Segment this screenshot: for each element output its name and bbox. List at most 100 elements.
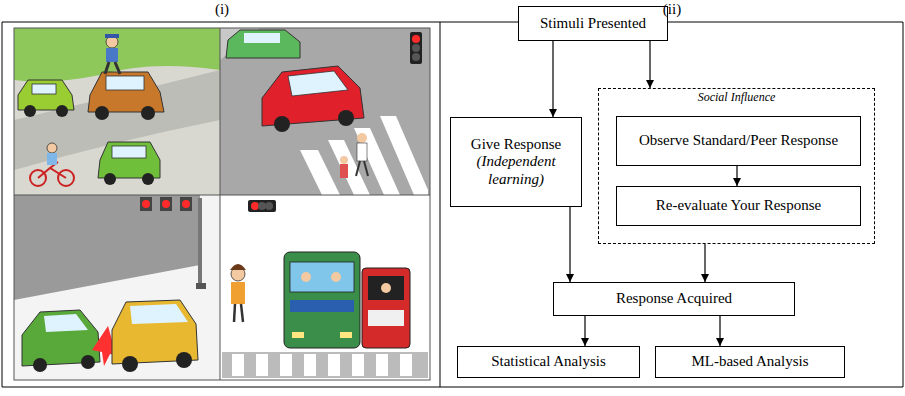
node-text: ML-based Analysis <box>691 353 808 370</box>
cyclist <box>30 143 74 186</box>
bus-body <box>284 252 360 348</box>
hair <box>230 264 246 270</box>
stripe <box>256 354 268 376</box>
crosswalk <box>300 116 428 195</box>
car <box>88 72 164 120</box>
process-box: ML-based Analysis <box>655 346 845 378</box>
traffic-lights <box>140 197 192 211</box>
body <box>340 164 348 178</box>
leg <box>105 62 109 74</box>
lamp <box>412 53 420 61</box>
node-text: Observe Standard/Peer Response <box>639 132 838 149</box>
stripe <box>400 354 412 376</box>
lamp <box>258 202 266 210</box>
scene-crossing <box>220 28 430 195</box>
scene-collision <box>14 195 220 380</box>
car <box>262 66 364 132</box>
car <box>226 30 300 58</box>
car-window <box>244 33 280 43</box>
passenger <box>301 272 311 282</box>
process-box: Observe Standard/Peer Response <box>616 116 861 166</box>
wheel <box>81 355 95 369</box>
car-body <box>18 80 74 110</box>
road <box>220 28 430 195</box>
grille <box>368 310 404 326</box>
node-text: Give Response <box>471 136 561 153</box>
car <box>98 142 160 185</box>
headlight <box>340 332 352 338</box>
frame-line <box>440 22 441 387</box>
car-window <box>106 76 144 90</box>
car <box>112 300 198 372</box>
light-housing <box>180 197 192 211</box>
bus-stripe <box>290 300 354 312</box>
truck-window <box>368 276 404 300</box>
red-lamp <box>162 200 170 208</box>
wheel <box>104 173 116 185</box>
head <box>357 133 367 143</box>
stripe <box>300 150 340 195</box>
node-text: Statistical Analysis <box>491 353 606 370</box>
wheel <box>122 356 138 372</box>
group-box: Social InfluenceObserve Standard/Peer Re… <box>598 88 875 244</box>
pole-base <box>196 283 206 289</box>
road <box>222 352 428 378</box>
light-housing <box>160 197 172 211</box>
wheel <box>142 173 154 185</box>
shirt <box>106 48 118 62</box>
frame-line <box>2 22 903 23</box>
process-box: Statistical Analysis <box>457 346 640 378</box>
truck-body <box>362 268 410 348</box>
wheel <box>274 116 290 132</box>
car-window <box>112 146 146 158</box>
leg <box>356 161 360 176</box>
panel-border <box>14 195 430 196</box>
traffic-light <box>410 32 422 64</box>
flow-arrow <box>719 316 720 346</box>
flow-arrow <box>736 166 737 186</box>
stripe <box>376 354 388 376</box>
car-window <box>32 84 56 94</box>
pedestrian <box>340 133 368 178</box>
process-box: Re-evaluate Your Response <box>616 186 861 226</box>
wheel <box>176 352 192 368</box>
node-text: Response Acquired <box>616 290 732 307</box>
wheel <box>56 105 68 117</box>
light-housing <box>248 200 276 212</box>
light-housing <box>140 197 152 211</box>
car-body <box>98 142 160 178</box>
scene-ground <box>14 195 220 380</box>
flow-arrow <box>569 207 570 282</box>
truck <box>362 268 410 348</box>
road <box>14 195 200 300</box>
stripe <box>232 354 244 376</box>
red-lamp <box>251 202 259 210</box>
pedestrian <box>230 264 246 322</box>
process-box: Give Response(Independent learning) <box>450 117 582 207</box>
panel-border <box>14 28 430 380</box>
red-lamp <box>412 35 420 43</box>
car <box>18 80 74 117</box>
red-lamp <box>142 200 150 208</box>
node-text: Re-evaluate Your Response <box>656 197 821 214</box>
process-box: Stimuli Presented <box>518 6 668 41</box>
stripe <box>280 354 292 376</box>
wheel <box>338 110 354 126</box>
car-window <box>44 314 88 332</box>
leg <box>234 304 235 322</box>
leg <box>241 304 243 322</box>
flow-arrow <box>552 41 553 117</box>
shirt <box>47 153 57 165</box>
car-body <box>262 66 364 126</box>
flow-arrow <box>584 316 585 346</box>
head <box>47 143 57 153</box>
head <box>340 156 348 164</box>
light-housing <box>410 32 422 64</box>
traffic-light <box>248 200 276 212</box>
node-text: (Independent learning) <box>459 153 573 188</box>
driver <box>381 283 391 293</box>
frame-line <box>903 22 904 387</box>
wheel <box>95 106 109 120</box>
stripe <box>380 116 428 195</box>
